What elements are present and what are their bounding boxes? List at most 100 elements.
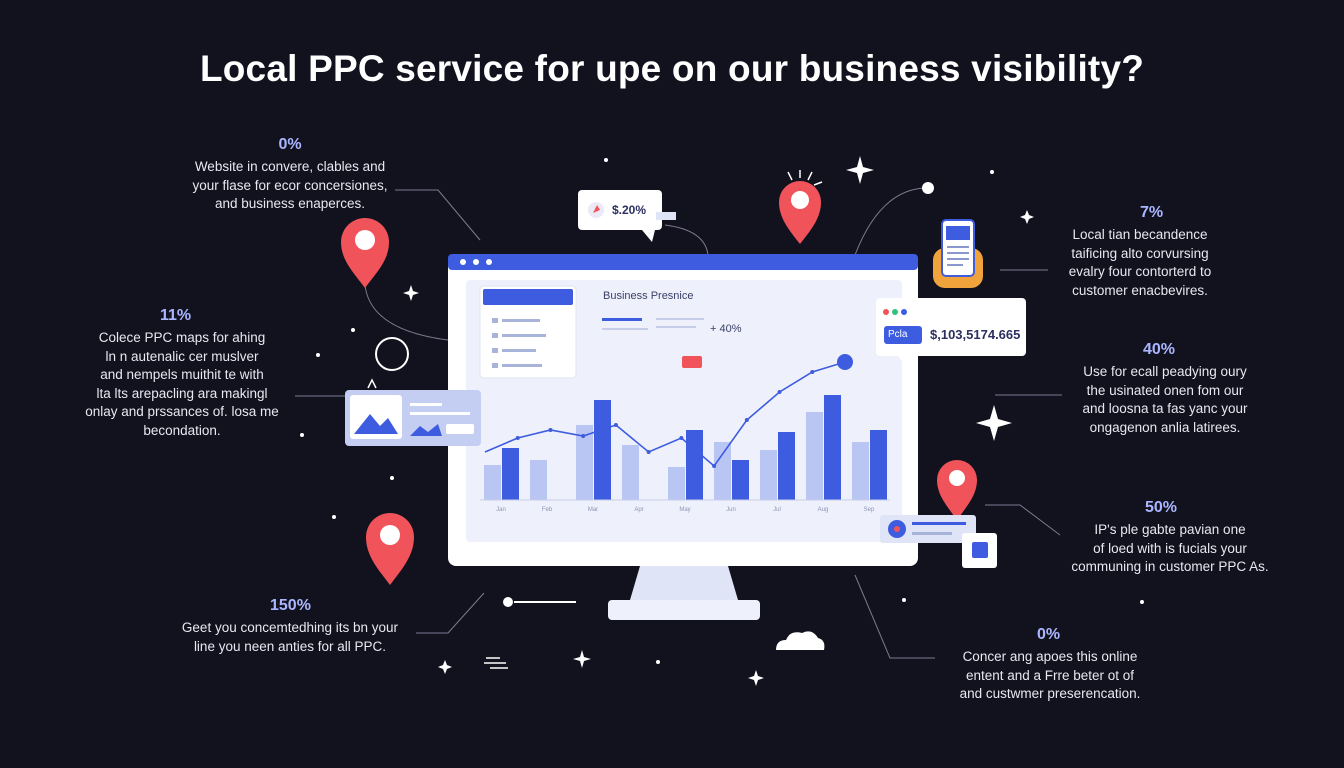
- chart-point: [712, 464, 717, 468]
- stat-line: IP's ple gabte pavian one: [1094, 522, 1246, 537]
- x-tick-label: Apr: [634, 507, 643, 513]
- sparkle-icon: [403, 285, 419, 301]
- image-card: [345, 378, 481, 446]
- x-tick-label: Aug: [818, 507, 829, 513]
- chart-bar: [502, 448, 519, 500]
- monitor-stand: [630, 566, 738, 600]
- sparkle-icon: [438, 660, 452, 674]
- location-pin-icon: [937, 460, 977, 520]
- monitor-base: [608, 600, 760, 620]
- stat-line: communing in customer PPC As.: [1071, 559, 1269, 574]
- star-dot: [300, 433, 304, 437]
- stat-line: and custwmer preserencation.: [959, 686, 1141, 701]
- signal-icon: [787, 170, 823, 186]
- pin-marker-icon: [367, 378, 377, 389]
- chart-bar: [594, 400, 611, 500]
- stat-line: ln n autenalic cer muslver: [105, 348, 259, 364]
- stat-line: and nempels muithit te with: [100, 367, 264, 382]
- star-dot: [902, 598, 906, 602]
- chart-bar: [622, 445, 639, 500]
- x-tick-label: May: [679, 507, 690, 513]
- tooltip-bubble: [578, 190, 676, 242]
- star-dot: [351, 328, 355, 332]
- menu-lines-icon: [484, 657, 508, 669]
- ring-icon: [375, 337, 409, 371]
- tooltip-bubble-text: $.20%: [612, 203, 647, 217]
- money-card: [876, 298, 1026, 370]
- sparkle-icon: [748, 670, 764, 686]
- chart-point: [515, 436, 520, 440]
- chart-bar: [530, 460, 547, 500]
- star-dot: [316, 353, 320, 357]
- chart-bar: [824, 395, 841, 500]
- chart-tag: [682, 356, 702, 368]
- stat-line: entent and a Frre beter ot of: [965, 667, 1135, 683]
- sparkle-icon: [846, 156, 874, 184]
- stat-percent: 7%: [1140, 204, 1164, 221]
- location-pin-icon: [366, 513, 414, 585]
- stat-line: your flase for ecor concersiones,: [192, 177, 388, 193]
- chart-bar: [732, 460, 749, 500]
- stat-line: becondation.: [143, 422, 221, 438]
- money-card-badge: Pcla: [888, 329, 908, 340]
- stat-left-3: 150% Geet you concemtedhing its bn your …: [160, 597, 420, 656]
- stat-line: evalry four contorterd to: [1068, 264, 1212, 279]
- star-dot: [990, 170, 994, 174]
- phone-card: [933, 219, 983, 288]
- stat-line: Geet you concemtedhing its bn your: [181, 620, 399, 635]
- chart-point: [777, 390, 782, 394]
- stat-line: Use for ecall peadying oury: [1083, 364, 1247, 379]
- star-dot: [1140, 600, 1144, 604]
- chart-point: [744, 418, 749, 422]
- map-pins: [341, 181, 977, 585]
- x-tick-label: Feb: [542, 507, 553, 513]
- side-panel-card: [479, 285, 577, 379]
- x-tick-label: Jan: [496, 507, 506, 513]
- stat-left-2: 11% Colece PPC maps for ahing ln n auten…: [57, 307, 307, 440]
- chart-bar: [576, 425, 593, 500]
- star-dot: [604, 158, 608, 162]
- star-dot: [332, 515, 336, 519]
- stat-percent: 40%: [1143, 341, 1176, 358]
- stat-line: customer enacbevires.: [1072, 282, 1208, 298]
- stat-right-2: 40% Use for ecall peadying oury the usin…: [1040, 341, 1290, 437]
- stat-percent: 0%: [1037, 626, 1061, 643]
- chart-bar: [686, 430, 703, 500]
- stat-percent: 11%: [160, 307, 192, 324]
- location-pin-icon: [779, 181, 821, 244]
- stat-line: Local tian becandence: [1072, 227, 1208, 242]
- stat-line: Concer ang apoes this online: [962, 649, 1138, 664]
- chart-bar: [852, 442, 869, 500]
- chart-point: [679, 436, 684, 440]
- chart-bar: [668, 467, 685, 500]
- money-card-value: $,103,5174.665: [930, 327, 1021, 342]
- stat-line: and loosna ta fas yanc your: [1082, 401, 1248, 416]
- location-pin-icon: [341, 218, 389, 288]
- chart-point: [646, 450, 651, 454]
- sparkle-decorations: [300, 156, 1144, 686]
- chart-bar: [870, 430, 887, 500]
- node-dot: [503, 597, 513, 607]
- chart-bar: [714, 442, 731, 500]
- stat-line: Website in convere, clables and: [194, 159, 386, 174]
- stat-percent: 0%: [278, 136, 302, 153]
- x-tick-label: Jul: [773, 507, 781, 513]
- stat-line: Colece PPC maps for ahing: [98, 330, 266, 345]
- sparkle-icon: [573, 650, 591, 668]
- x-tick-label: Sep: [864, 507, 875, 513]
- chart-point: [613, 423, 618, 427]
- stat-line: line you neen anties for all PPC.: [193, 638, 387, 654]
- chart-point: [810, 370, 815, 374]
- chart-line: [484, 361, 846, 468]
- chart-bar: [778, 432, 795, 500]
- growth-label: + 40%: [710, 323, 742, 335]
- stat-right-3: 50% IP's ple gabte pavian one of loed wi…: [1045, 499, 1295, 577]
- shield-icon: [972, 542, 988, 558]
- stat-percent: 50%: [1145, 499, 1178, 516]
- notification-card: [880, 515, 997, 568]
- page-title: Local PPC service for upe on our busines…: [199, 48, 1145, 89]
- chart-bar: [806, 412, 823, 500]
- stat-right-4: 0% Concer ang apoes this online entent a…: [925, 626, 1175, 704]
